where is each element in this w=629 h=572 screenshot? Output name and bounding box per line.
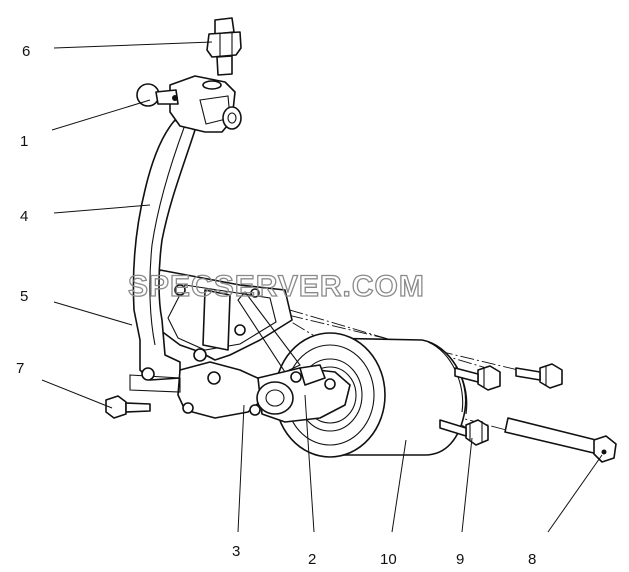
callout-10: 10 xyxy=(380,551,397,568)
watermark-text: SPECSERVER.COM xyxy=(128,270,425,303)
callout-8: 8 xyxy=(528,551,536,568)
part-7-bolt xyxy=(105,395,151,419)
callout-7: 7 xyxy=(16,360,24,377)
part-3-flange xyxy=(129,361,263,419)
part-4-pipe xyxy=(132,119,196,381)
part-1-valve-block xyxy=(136,75,242,133)
callout-3: 3 xyxy=(232,543,240,560)
leader-lines xyxy=(41,41,603,533)
callout-5: 5 xyxy=(20,288,28,305)
callout-6: 6 xyxy=(22,43,30,60)
callout-labels: 6 1 4 5 7 3 2 10 9 8 xyxy=(16,43,536,568)
part-2-union xyxy=(256,364,351,423)
part-6-fitting xyxy=(206,17,242,76)
upper-bolts xyxy=(454,363,563,391)
part-8-long-bolt xyxy=(504,417,617,463)
callout-2: 2 xyxy=(308,551,316,568)
callout-9: 9 xyxy=(456,551,464,568)
callout-4: 4 xyxy=(20,208,28,225)
callout-1: 1 xyxy=(20,133,28,150)
